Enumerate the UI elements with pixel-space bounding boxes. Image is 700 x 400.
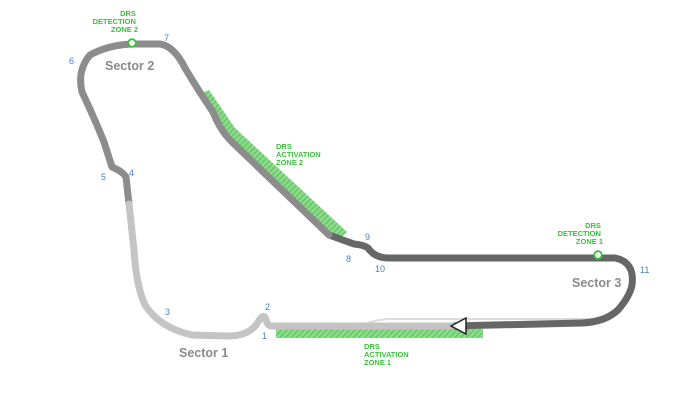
drs-detection-zone-2-label: DRS DETECTION ZONE 2 [93,9,138,34]
sector-2-track [77,40,333,239]
turn-number: 4 [129,168,134,178]
sector-1-label: Sector 1 [179,346,228,360]
turn-number: 9 [365,232,370,242]
turn-number: 6 [69,56,74,66]
turn-number: 2 [265,302,270,312]
drs-activation-zone-2-label: DRS ACTIVATION ZONE 2 [276,142,323,167]
sector-1-track [125,200,456,340]
drs-detection-point-2 [127,38,137,48]
turn-number: 10 [375,264,385,274]
turn-number: 3 [165,307,170,317]
drs-activation-zone-2 [199,90,347,240]
drs-detection-point-1 [593,250,603,260]
turn-number: 7 [164,33,169,43]
turn-number: 5 [101,172,106,182]
sector-3-label: Sector 3 [572,276,621,290]
drs-detection-zone-1-label: DRS DETECTION ZONE 1 [558,221,603,246]
drs-activation-zone-1-label: DRS ACTIVATION ZONE 1 [364,342,411,367]
turn-number: 1 [262,331,267,341]
start-finish-arrow-icon [449,316,467,336]
turn-number: 8 [346,254,351,264]
sector-3-track [325,231,636,330]
turn-number: 11 [640,265,649,275]
drs-activation-zone-1 [276,329,483,338]
sector-2-label: Sector 2 [105,59,154,73]
